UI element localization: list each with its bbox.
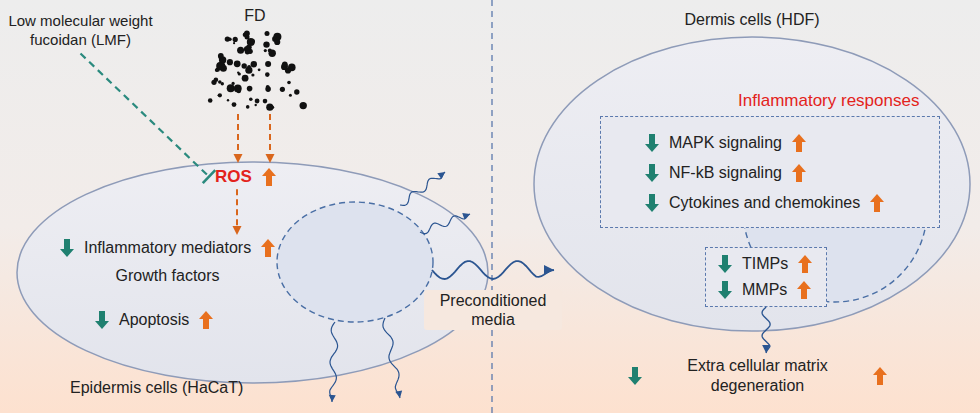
- dermis-cell: Dermis cells (HDF)Inflammatory responses…: [532, 35, 972, 333]
- increase-arrow: [261, 239, 275, 257]
- increase-arrow: [870, 194, 884, 212]
- apoptosis-label: Apoptosis: [119, 310, 189, 330]
- cell-label: Epidermis cells (HaCaT): [70, 378, 243, 398]
- text-row: ROS: [215, 166, 276, 187]
- compound-label: Low molecular weight fucoidan (LMF): [3, 12, 158, 50]
- protease-group: TIMPsMMPs: [705, 247, 827, 307]
- decrease-arrow: [645, 194, 659, 212]
- connector: [81, 54, 216, 184]
- connector: [234, 114, 275, 163]
- text-row: Extra cellular matrix degeneration: [628, 356, 887, 396]
- increase-arrow: [798, 255, 812, 273]
- particle-source: FD: [190, 6, 320, 112]
- pathway-label: Cytokines and chemokines: [669, 193, 860, 213]
- text-row: MMPs: [718, 280, 812, 300]
- increase-arrow: [262, 168, 276, 186]
- increase-arrow: [797, 281, 811, 299]
- protein-label: TIMPs: [742, 254, 788, 274]
- increase-arrow: [792, 134, 806, 152]
- outcome-node: Extra cellular matrix degeneration: [628, 356, 887, 396]
- decrease-arrow: [718, 281, 732, 299]
- decrease-arrow: [718, 255, 732, 273]
- inflammation-group: Inflammatory responsesMAPK signalingNF-k…: [600, 90, 940, 228]
- increase-arrow: [792, 164, 806, 182]
- connector: [233, 189, 242, 235]
- connector: [762, 307, 770, 353]
- growth-factor-label: Growth factors: [116, 266, 220, 286]
- mediator-group: Inflammatory mediatorsGrowth factors: [60, 238, 275, 286]
- text-row: Inflammatory mediators: [60, 238, 275, 258]
- pollutant-name: FD: [190, 6, 320, 26]
- dashed-group-box: TIMPsMMPs: [705, 247, 827, 307]
- text-row: Growth factors: [116, 266, 220, 286]
- apoptosis-node: Apoptosis: [95, 310, 213, 330]
- epidermis-cell: Epidermis cells (HaCaT)ROSInflammatory m…: [15, 160, 490, 385]
- ros-node: ROS: [215, 166, 276, 187]
- compound-name: Low molecular weight fucoidan (LMF): [3, 12, 158, 50]
- text-row: TIMPs: [718, 254, 812, 274]
- dashed-group-box: MAPK signalingNF-kB signalingCytokines a…: [600, 116, 940, 228]
- decrease-arrow: [60, 239, 74, 257]
- increase-arrow: [199, 311, 213, 329]
- text-row: MAPK signaling: [645, 133, 921, 153]
- pathway-label: MAPK signaling: [669, 133, 782, 153]
- group-heading: Inflammatory responses: [738, 90, 940, 111]
- protein-label: MMPs: [742, 280, 787, 300]
- connector: [432, 261, 554, 279]
- outcome-label: Extra cellular matrix degeneration: [670, 356, 845, 396]
- decrease-arrow: [628, 367, 642, 385]
- pathway-label: NF-kB signaling: [669, 163, 782, 183]
- cell-outline: [15, 160, 490, 385]
- text-row: NF-kB signaling: [645, 163, 921, 183]
- increase-arrow: [873, 367, 887, 385]
- text-row: Cytokines and chemokines: [645, 193, 921, 213]
- cell-label: Dermis cells (HDF): [532, 10, 972, 30]
- ros-label: ROS: [215, 166, 252, 187]
- decrease-arrow: [645, 164, 659, 182]
- decrease-arrow: [645, 134, 659, 152]
- edge-label: Preconditioned media: [424, 290, 562, 330]
- mediator-label: Inflammatory mediators: [84, 238, 251, 258]
- decrease-arrow: [95, 311, 109, 329]
- text-row: Apoptosis: [95, 310, 213, 330]
